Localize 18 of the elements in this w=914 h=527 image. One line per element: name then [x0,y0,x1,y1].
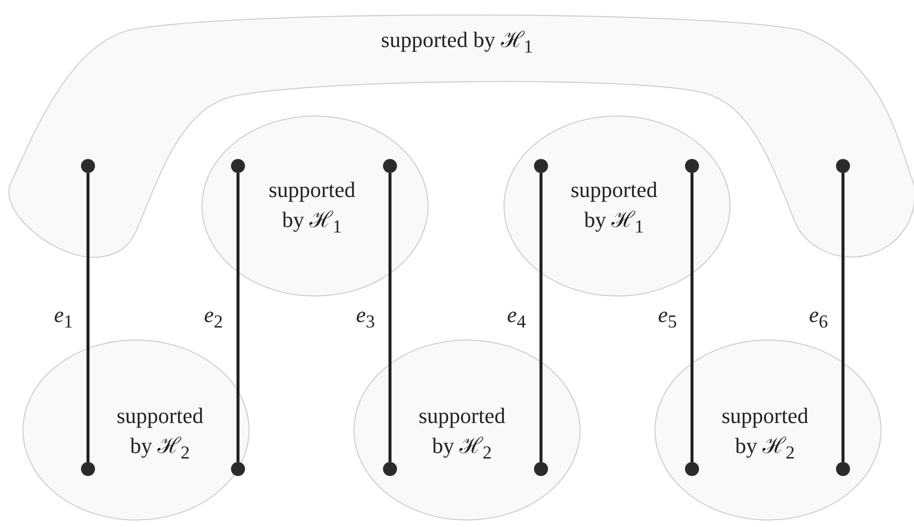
edge-line [540,173,542,462]
edge-label: e$_{4}$ [507,302,526,332]
edge-line [236,173,240,462]
edge-label: e$_{2}$ [204,302,223,332]
edge-line [690,173,694,462]
region-label: supported by ℋ$_{2}$ [116,402,204,464]
edge-line [842,173,844,462]
edge-label: e$_{1}$ [54,302,73,332]
edge-line [86,173,90,462]
edge-label: e$_{5}$ [658,302,677,332]
edge-line [388,173,392,462]
region-label: supported by ℋ$_{2}$ [418,402,506,464]
region-label: supported by ℋ$_{1}$ [268,176,356,238]
region-label: supported by ℋ$_{1}$ [570,176,658,238]
region-label: supported by ℋ$_{2}$ [720,402,810,464]
edge-label: e$_{3}$ [356,302,375,332]
region-label: supported by ℋ$_{1}$ [380,26,534,58]
edge-label: e$_{6}$ [809,302,828,332]
